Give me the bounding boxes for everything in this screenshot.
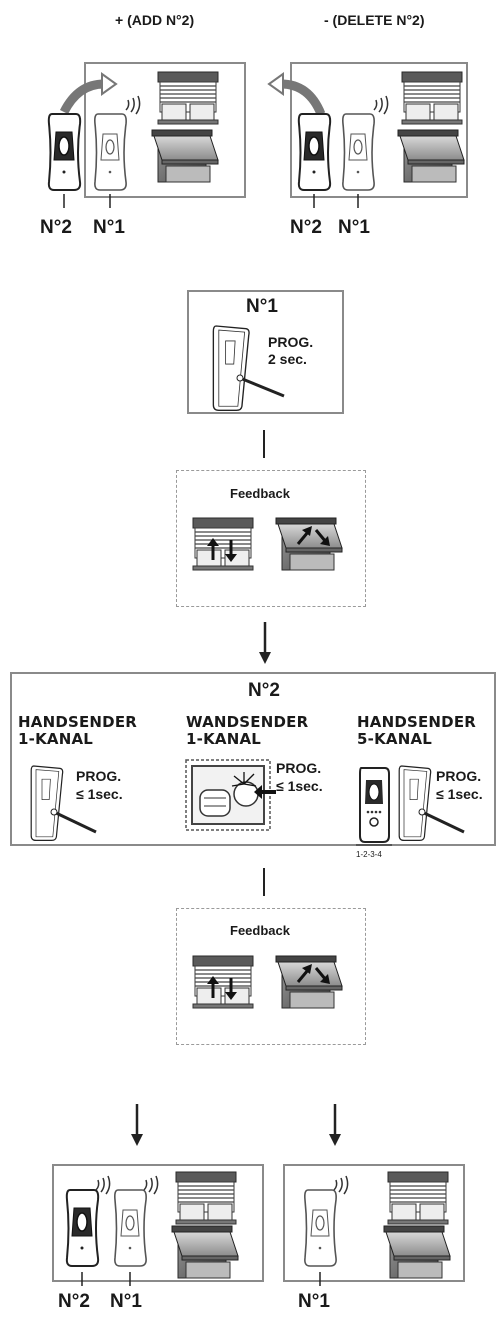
step1-prog-label: PROG. — [268, 334, 314, 350]
feedback-panel — [176, 470, 366, 607]
remote-n2-delete-icon — [297, 113, 332, 191]
remote-n1-delete-icon — [341, 113, 375, 191]
remote-label-n1: N°1 — [338, 217, 370, 238]
col2-prog-label: PROG. — [276, 760, 322, 776]
remote-label-n1: N°1 — [110, 1291, 142, 1312]
remote-n2-add-icon — [47, 113, 82, 191]
step2-title: N°2 — [248, 680, 280, 701]
handheld-remote-5ch-icon — [359, 767, 390, 843]
signal-waves-icon — [143, 1175, 159, 1195]
delete-arrow-icon — [267, 72, 326, 116]
col3-duration: ≤ 1sec. — [436, 786, 483, 802]
connector-line — [263, 430, 265, 458]
awning-feedback-icon — [275, 955, 343, 1009]
remote-n1-result-icon — [114, 1189, 147, 1267]
shutter-feedback-icon — [192, 955, 254, 1009]
wall-transmitter-icon — [185, 759, 276, 831]
remote-n2-result-icon — [65, 1189, 100, 1267]
col3-title: HANDSENDER — [357, 713, 477, 731]
roller-shutter-icon — [175, 1171, 237, 1225]
down-arrow-icon — [329, 1104, 341, 1146]
signal-waves-icon — [373, 95, 389, 115]
col2-duration: ≤ 1sec. — [276, 778, 323, 794]
col3-prog-label: PROG. — [436, 768, 482, 784]
channel-underline — [356, 844, 392, 846]
remote-label-n2: N°2 — [40, 217, 72, 238]
remote-n1-add-icon — [94, 113, 127, 191]
col1-title: HANDSENDER — [18, 713, 138, 731]
feedback-label: Feedback — [230, 923, 290, 938]
remote-label-n2: N°2 — [58, 1291, 90, 1312]
remote-label-n2: N°2 — [290, 217, 322, 238]
feedback-panel — [176, 908, 366, 1045]
result-label-ticks — [81, 1272, 321, 1286]
roller-shutter-icon — [401, 71, 463, 125]
step1-title: N°1 — [246, 296, 278, 317]
add-arrow-icon — [59, 72, 118, 115]
top-label-ticks — [63, 194, 359, 208]
remote-label-n1: N°1 — [298, 1291, 330, 1312]
roller-shutter-icon — [387, 1171, 449, 1225]
remote-label-n1: N°1 — [93, 217, 125, 238]
col1-prog-label: PROG. — [76, 768, 122, 784]
delete-remote-heading: - (DELETE N°2) — [324, 12, 425, 28]
remote-n1-result-icon — [303, 1189, 337, 1267]
add-remote-heading: + (ADD N°2) — [115, 12, 195, 28]
programming-remote-icon — [212, 325, 285, 412]
connector-line — [263, 868, 265, 896]
roller-shutter-icon — [157, 71, 219, 125]
col1-duration: ≤ 1sec. — [76, 786, 123, 802]
col2-title: WANDSENDER — [186, 713, 309, 731]
col3-subtitle: 5-KANAL — [357, 730, 433, 748]
signal-waves-icon — [125, 95, 141, 115]
step1-duration: 2 sec. — [268, 351, 307, 367]
signal-waves-icon — [95, 1175, 111, 1195]
awning-icon — [397, 129, 465, 183]
shutter-feedback-icon — [192, 517, 254, 571]
feedback-label: Feedback — [230, 486, 290, 501]
channel-numbers: 1-2-3-4 — [356, 850, 382, 859]
col1-subtitle: 1-KANAL — [18, 730, 94, 748]
awning-feedback-icon — [275, 517, 343, 571]
awning-icon — [151, 129, 219, 183]
handheld-remote-1ch-icon — [30, 765, 97, 842]
down-arrow-icon — [259, 622, 271, 664]
down-arrow-icon — [131, 1104, 143, 1146]
col2-subtitle: 1-KANAL — [186, 730, 262, 748]
signal-waves-icon — [333, 1175, 349, 1195]
handheld-remote-prog-icon — [398, 765, 465, 842]
